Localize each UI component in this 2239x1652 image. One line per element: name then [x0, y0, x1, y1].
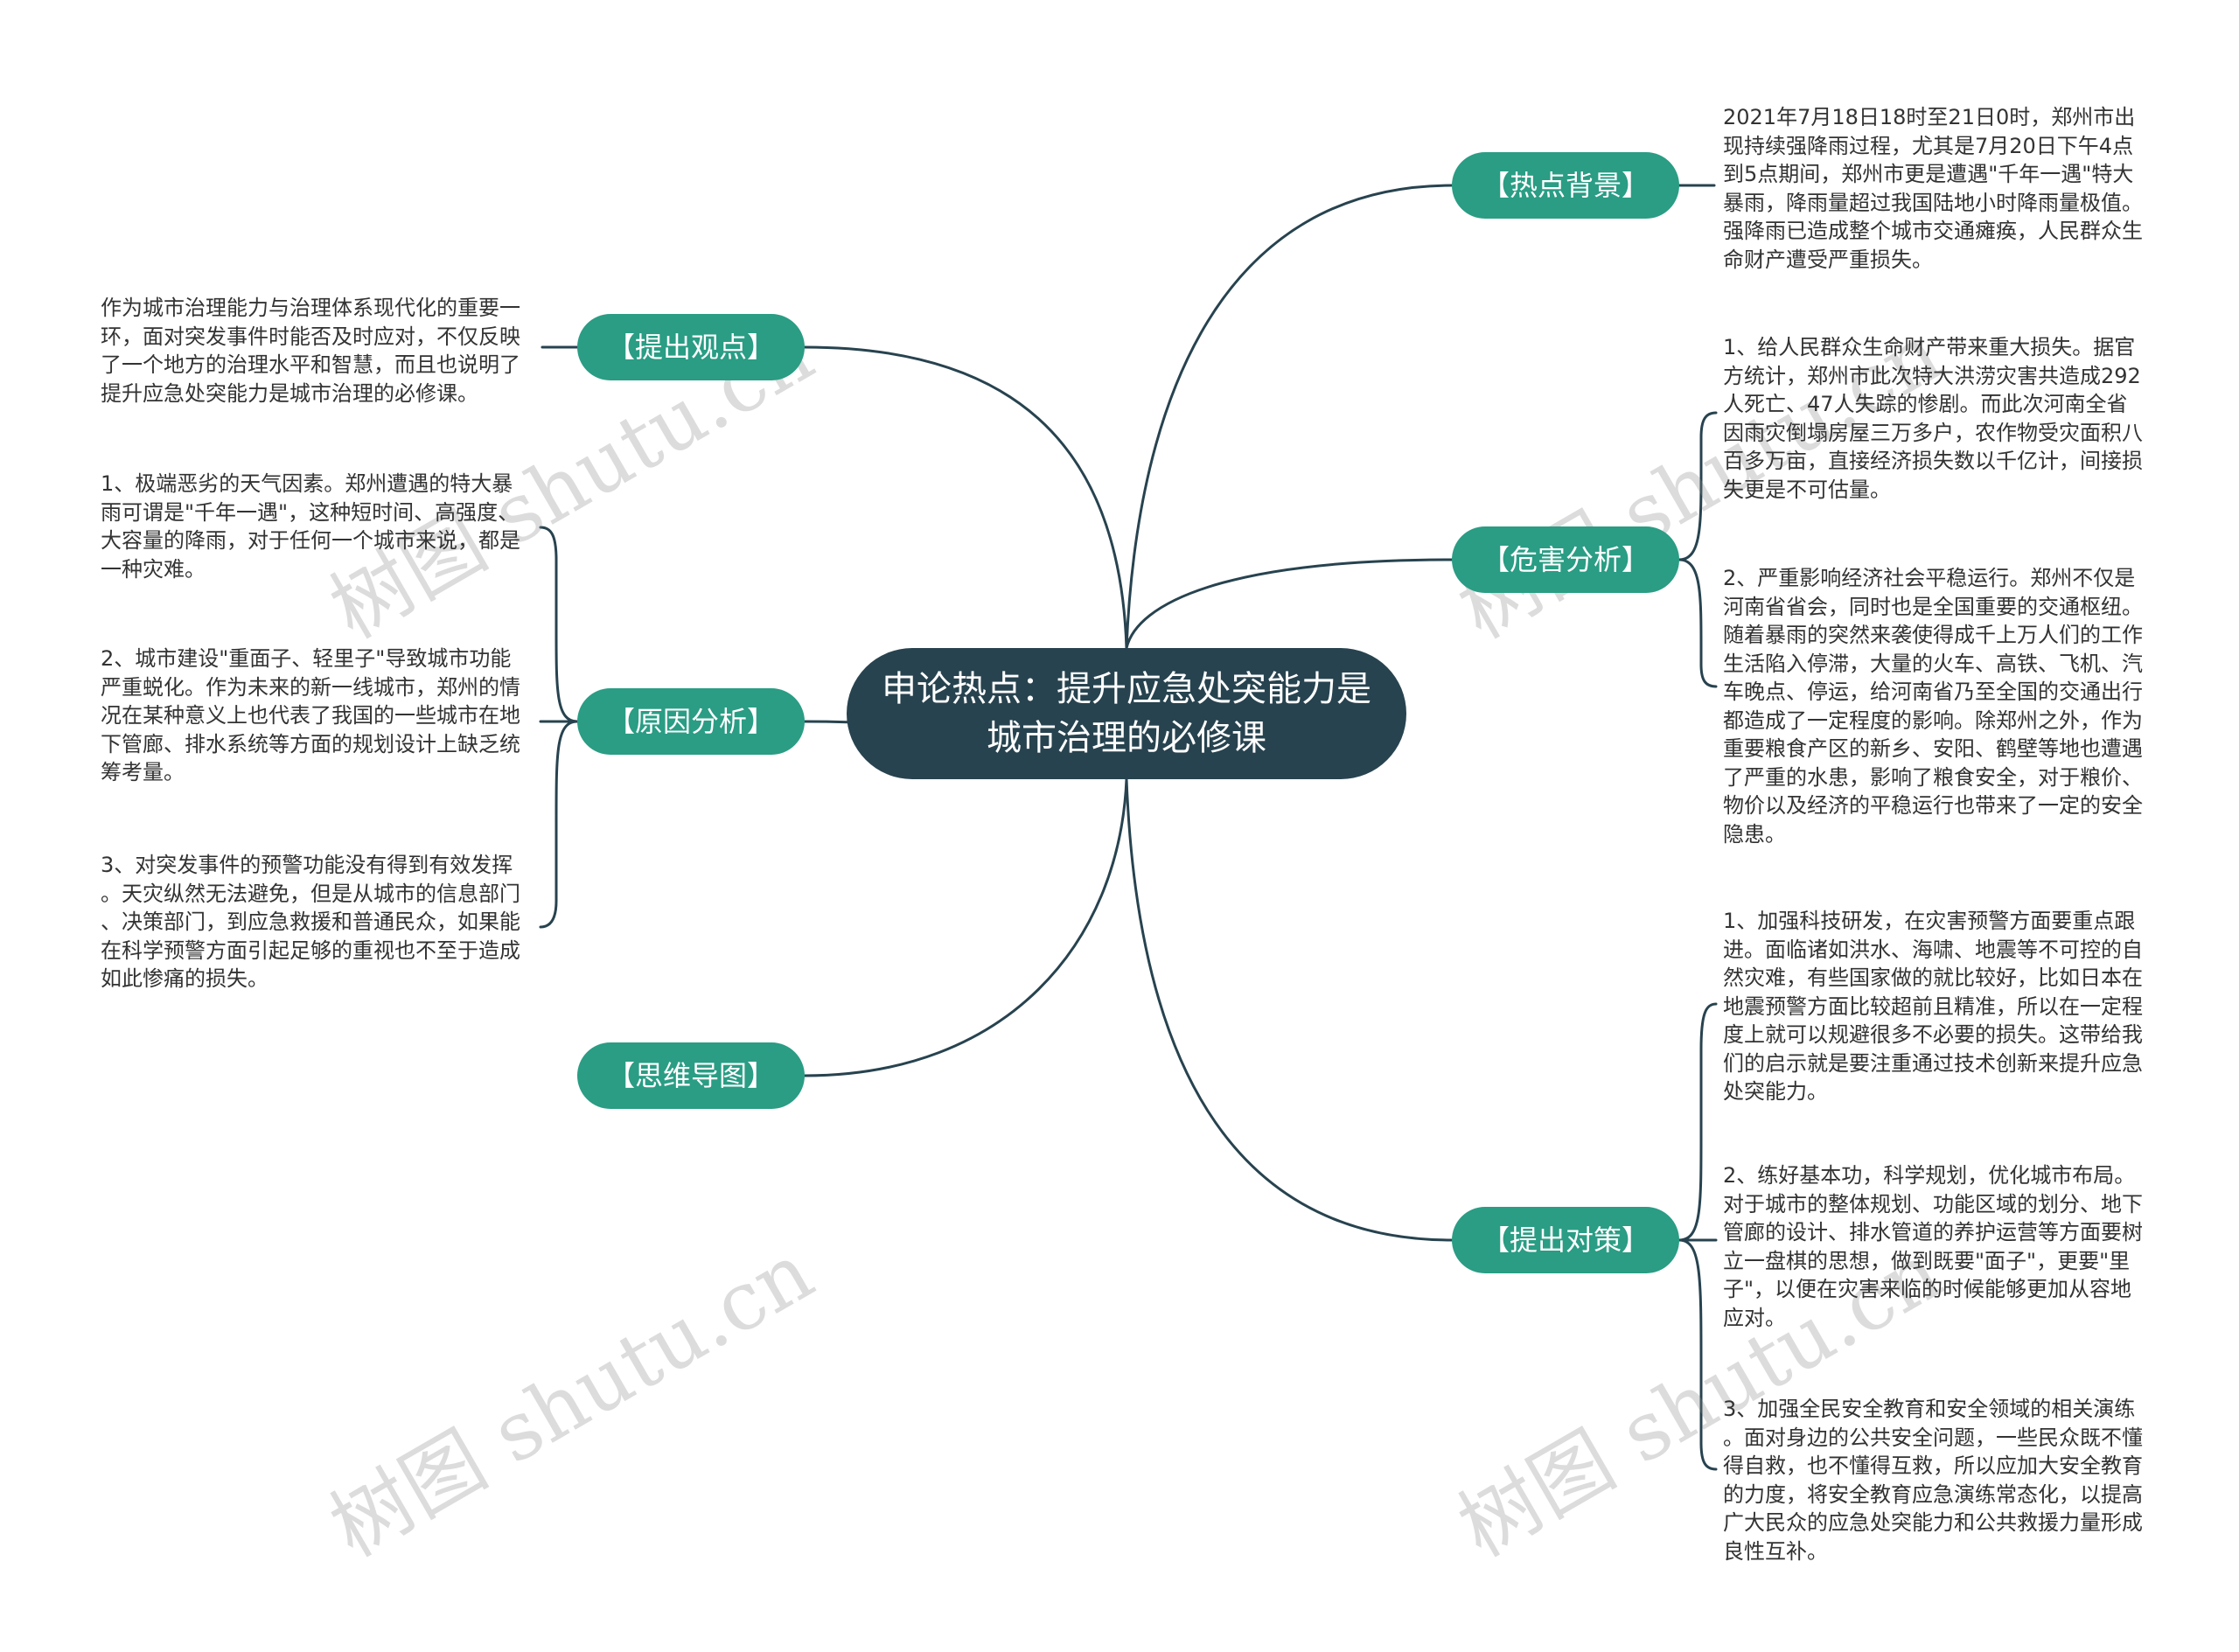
branch-viewpoint[interactable]: 【提出观点】	[577, 314, 805, 380]
leaf-cause-3: 3、对突发事件的预警功能没有得到有效发挥 。天灾纵然无法避免，但是从城市的信息部…	[101, 853, 520, 991]
leaf-measures-3: 3、加强全民安全教育和安全领域的相关演练 。面对身边的公共安全问题，一些民众既不…	[1723, 1397, 2143, 1564]
link-harm	[1125, 558, 1454, 650]
leaf-cause-2: 2、城市建设"重面子、轻里子"导致城市功能 严重蜕化。作为未来的新一线城市，郑州…	[101, 646, 520, 784]
bracket-harm	[1678, 411, 1718, 561]
link-mindmap	[803, 777, 1128, 1077]
leaf-cause-1: 1、极端恶劣的天气因素。郑州遭遇的特大暴 雨可谓是"千年一遇"，这种短时间、高强…	[101, 471, 520, 582]
branch-mindmap[interactable]: 【思维导图】	[577, 1042, 805, 1109]
leaf-harm-1: 1、给人民群众生命财产带来重大损失。据官 方统计，郑州市此次特大洪涝灾害共造成2…	[1723, 335, 2143, 502]
link-background	[1125, 184, 1454, 650]
bracket-measures	[1678, 1002, 1718, 1242]
central-topic-label: 申论热点：提升应急处突能力是城市治理的必修课	[882, 669, 1371, 758]
leaf-harm-2: 2、严重影响经济社会平稳运行。郑州不仅是 河南省省会，同时也是全国重要的交通枢纽…	[1723, 566, 2143, 847]
link-measures	[1125, 777, 1454, 1242]
link-viewpoint	[803, 345, 1128, 650]
leaf-background-text: 2021年7月18日18时至21日0时，郑州市出 现持续强降雨过程，尤其是7月2…	[1723, 105, 2143, 272]
branch-measures[interactable]: 【提出对策】	[1452, 1207, 1679, 1273]
central-topic[interactable]: 申论热点：提升应急处突能力是城市治理的必修课	[847, 648, 1406, 779]
leaf-measures-1: 1、加强科技研发，在灾害预警方面要重点跟 进。面临诸如洪水、海啸、地震等不可控的…	[1723, 909, 2143, 1104]
leaf-viewpoint-text: 作为城市治理能力与治理体系现代化的重要一 环，面对突发事件时能否及时应对，不仅反…	[101, 296, 520, 406]
branch-harm[interactable]: 【危害分析】	[1452, 526, 1679, 593]
leaf-measures-2: 2、练好基本功，科学规划，优化城市布局。 对于城市的整体规划、功能区域的划分、地…	[1723, 1163, 2143, 1330]
bracket-cause	[539, 526, 579, 723]
branch-cause[interactable]: 【原因分析】	[577, 688, 805, 755]
branch-background[interactable]: 【热点背景】	[1452, 152, 1679, 219]
